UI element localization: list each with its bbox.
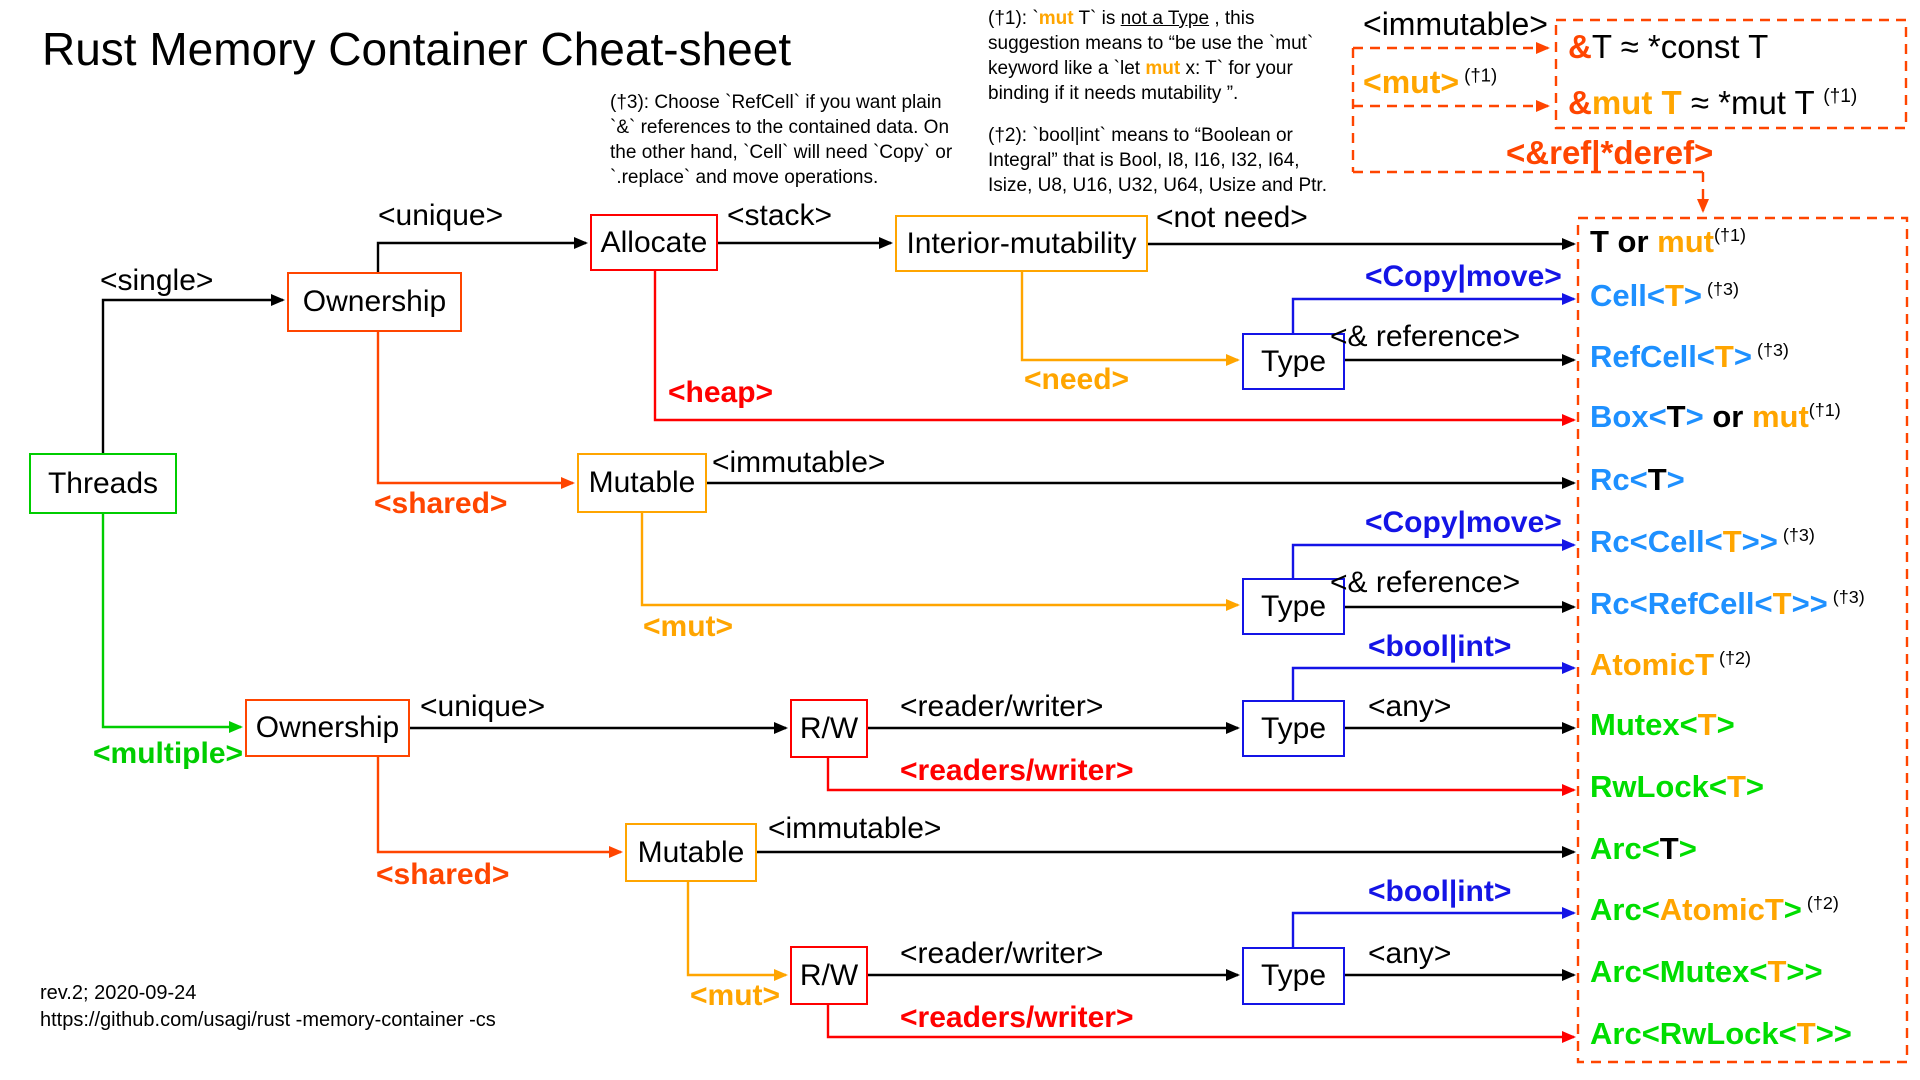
- label-multiple: <multiple>: [93, 737, 244, 770]
- label-mut-2: <mut>: [690, 979, 781, 1012]
- node-mutable-2: Mutable: [625, 823, 757, 882]
- node-interior-mutability: Interior-mutability: [895, 215, 1148, 272]
- footnote-3: (†3): Choose `RefCell` if you want plain…: [610, 90, 952, 190]
- edge-readerswriter2-line: [826, 1005, 1576, 1043]
- edge-unique1-line: [376, 237, 588, 272]
- revision-text: rev.2; 2020-09-24: [40, 982, 197, 1004]
- label-reference-2: <& reference>: [1330, 566, 1521, 599]
- edge-shared1-line: [376, 332, 575, 489]
- node-type-2: Type: [1242, 578, 1345, 635]
- label-immutable-2: <immutable>: [768, 812, 942, 845]
- edge-boolint1-line: [1291, 662, 1576, 700]
- result-t-or-mut: T or mut(†1): [1590, 224, 1746, 259]
- label-readers-writer-1: <readers/writer>: [900, 754, 1134, 787]
- footnote-1-line: keyword like a `let mut x: T` for your: [988, 58, 1293, 79]
- footnote-1: (†1): `mut T` is not a Type , this sugge…: [988, 6, 1313, 106]
- footnote-2-line: Isize, U8, U16, U32, U64, Usize and Ptr.: [988, 175, 1327, 196]
- footnote-2-line: Integral” that is Bool, I8, I16, I32, I6…: [988, 150, 1300, 171]
- label-readers-writer-2: <readers/writer>: [900, 1001, 1134, 1034]
- result-refcell: RefCell<T> (†3): [1590, 339, 1789, 374]
- edge-multiple-line: [101, 514, 243, 733]
- label-ref-deref: <&ref|*deref>: [1506, 134, 1714, 171]
- label-bool-int-1: <bool|int>: [1368, 630, 1512, 663]
- footnote-2-line: (†2): `bool|int` means to “Boolean or: [988, 125, 1293, 146]
- edge-copymove1-line: [1291, 293, 1576, 333]
- node-rw-1: R/W: [790, 699, 868, 758]
- label-immutable-1: <immutable>: [712, 446, 886, 479]
- label-any-1: <any>: [1368, 690, 1452, 723]
- result-arc: Arc<T>: [1590, 831, 1697, 866]
- node-type-4: Type: [1242, 947, 1345, 1005]
- footnote-3-line: `&` references to the contained data. On: [610, 117, 950, 138]
- footer: rev.2; 2020-09-24 https://github.com/usa…: [40, 980, 496, 1034]
- node-rw-2: R/W: [790, 946, 868, 1005]
- footnote-1-line: (†1): `mut T` is not a Type , this: [988, 8, 1255, 29]
- node-mutable-1: Mutable: [577, 453, 707, 513]
- result-arc-mutex: Arc<Mutex<T>>: [1590, 954, 1823, 989]
- edge-shared2-line: [376, 757, 623, 858]
- label-reader-writer-2: <reader/writer>: [900, 937, 1104, 970]
- label-any-2: <any>: [1368, 937, 1452, 970]
- result-column-dashed-box: [1576, 216, 1909, 1064]
- result-rwlock: RwLock<T>: [1590, 769, 1765, 804]
- edge-readerswriter1-line: [826, 758, 1576, 796]
- label-stack: <stack>: [727, 199, 833, 232]
- result-cell: Cell<T> (†3): [1590, 278, 1739, 313]
- result-mutex: Mutex<T>: [1590, 707, 1735, 742]
- formula-ref-mut: &mut T ≈ *mut T (†1): [1568, 84, 1858, 121]
- label-mut-1: <mut>: [643, 610, 734, 643]
- edge-copymove2-line: [1291, 539, 1576, 578]
- label-not-need: <not need>: [1156, 201, 1308, 234]
- footnote-1-line: suggestion means to “be use the `mut`: [988, 33, 1314, 54]
- label-reader-writer-1: <reader/writer>: [900, 690, 1104, 723]
- label-unique-2: <unique>: [420, 690, 546, 723]
- label-copy-move-2: <Copy|move>: [1365, 506, 1562, 539]
- label-immutable-top: <immutable>: [1363, 6, 1548, 42]
- footnote-3-line: the other hand, `Cell` will need `Copy` …: [610, 142, 953, 163]
- node-ownership-single: Ownership: [287, 272, 462, 332]
- footnote-2: (†2): `bool|int` means to “Boolean or In…: [988, 123, 1327, 198]
- result-box: Box<T> or mut(†1): [1590, 399, 1841, 434]
- edge-need-line: [1020, 272, 1240, 366]
- label-shared-1: <shared>: [374, 487, 508, 520]
- label-bool-int-2: <bool|int>: [1368, 875, 1512, 908]
- result-arc-rwlock: Arc<RwLock<T>>: [1590, 1016, 1852, 1051]
- label-copy-move-1: <Copy|move>: [1365, 260, 1562, 293]
- footnote-3-line: (†3): Choose `RefCell` if you want plain: [610, 92, 942, 113]
- label-shared-2: <shared>: [376, 858, 510, 891]
- node-threads: Threads: [29, 453, 177, 514]
- label-need: <need>: [1024, 363, 1130, 396]
- footnote-3-line: `.replace` and move operations.: [610, 167, 879, 188]
- edge-heap-line: [653, 271, 1576, 426]
- label-reference-1: <& reference>: [1330, 320, 1521, 353]
- page-title: Rust Memory Container Cheat-sheet: [42, 23, 792, 75]
- label-unique-1: <unique>: [378, 199, 504, 232]
- node-allocate: Allocate: [590, 214, 718, 271]
- edge-boolint2-line: [1291, 907, 1576, 947]
- result-rc-cell: Rc<Cell<T>> (†3): [1590, 524, 1815, 559]
- label-single: <single>: [100, 264, 214, 297]
- node-type-3: Type: [1242, 700, 1345, 757]
- node-type-1: Type: [1242, 333, 1345, 390]
- result-rc: Rc<T>: [1590, 462, 1685, 497]
- result-arc-atomict: Arc<AtomicT> (†2): [1590, 892, 1839, 927]
- formula-dashed-box: [1554, 18, 1908, 130]
- footnote-1-line: binding if it needs mutability ”.: [988, 83, 1239, 104]
- label-heap: <heap>: [668, 376, 774, 409]
- formula-ref-const: &T ≈ *const T: [1568, 28, 1769, 65]
- label-mut-top: <mut> (†1): [1363, 64, 1498, 100]
- edge-single-line: [101, 294, 285, 453]
- edge-mut1-line: [640, 513, 1240, 611]
- result-rc-refcell: Rc<RefCell<T>> (†3): [1590, 586, 1865, 621]
- repo-url: https://github.com/usagi/rust -memory-co…: [40, 1009, 496, 1031]
- edge-mut2-line: [686, 882, 788, 981]
- result-atomict: AtomicT (†2): [1590, 647, 1751, 682]
- node-ownership-multiple: Ownership: [245, 699, 410, 757]
